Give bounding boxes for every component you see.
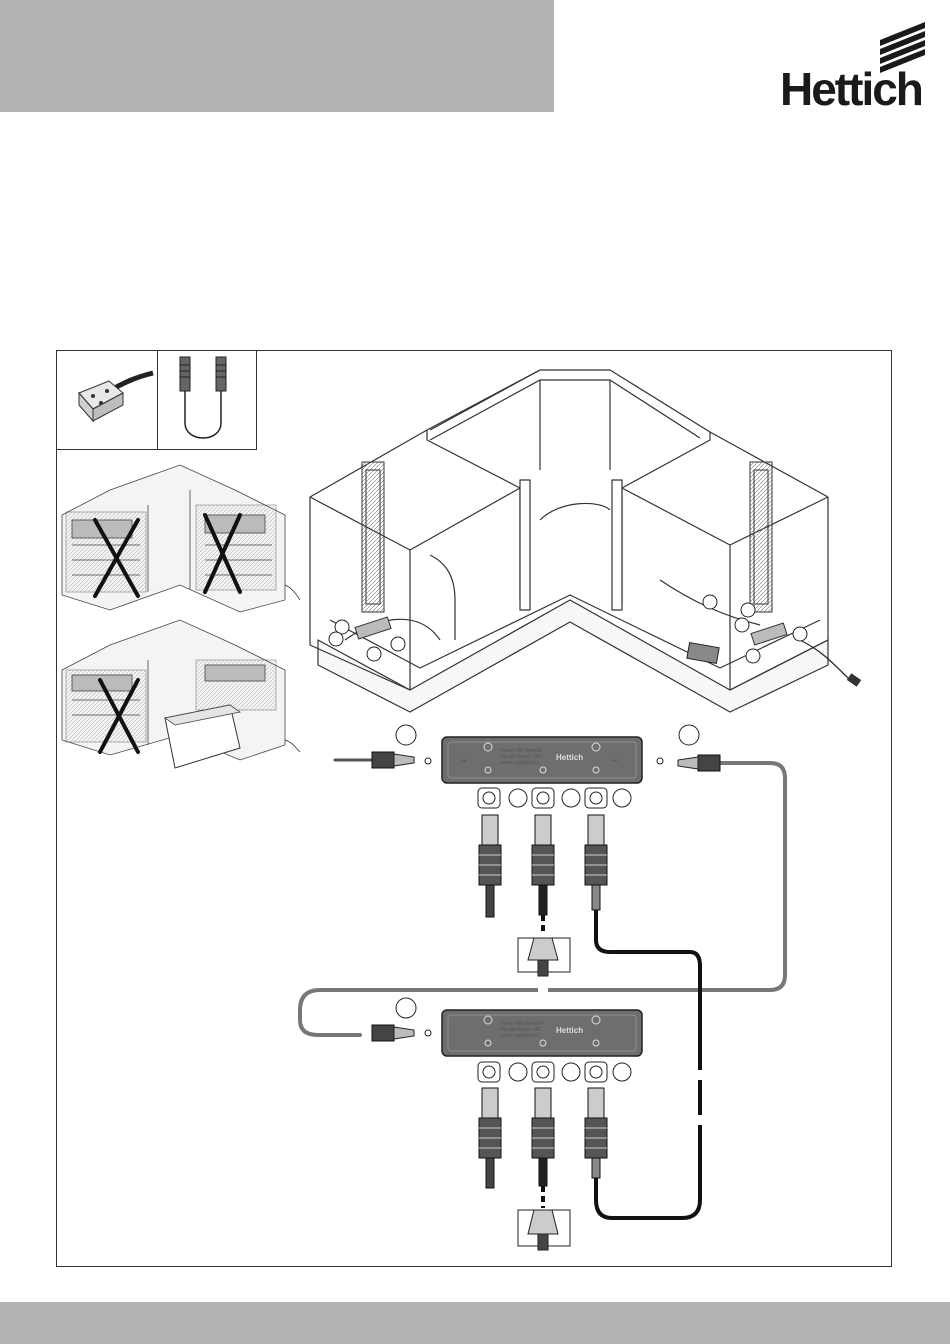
- floor-distributor-right: [751, 623, 787, 645]
- callout-circle-left-2: [396, 998, 416, 1018]
- vertical-plugs-row-1: [479, 815, 607, 917]
- drive-unit-left: [362, 462, 384, 612]
- distributor-box-2: Power HM Verteiler Handle Power 18V powe…: [442, 1010, 642, 1056]
- footer-bar: [0, 1302, 950, 1344]
- power-plug-icon: [847, 673, 861, 686]
- connector-plug-left-2: [372, 1025, 414, 1041]
- cable-terminator-1: [518, 938, 570, 976]
- callout-circle-right-1: [679, 725, 699, 745]
- power-supply-box: [687, 643, 719, 664]
- distributor-box-icon: Power HM Verteiler Handle Power 18V powe…: [442, 737, 642, 783]
- device-badge: Hettich: [556, 753, 583, 762]
- connector-plug-icon: [372, 752, 414, 768]
- device2-badge: Hettich: [556, 1026, 583, 1035]
- svg-text:◂⇒: ◂⇒: [612, 758, 619, 764]
- device-label-3: power supply box: [500, 760, 539, 766]
- socket-row-2: [478, 1062, 631, 1082]
- drive-unit-right: [750, 462, 772, 612]
- callout-circle-left-1: [396, 725, 416, 745]
- cable-terminator-2: [518, 1210, 570, 1250]
- socket-row-1: [478, 788, 631, 808]
- floor-distributor-left: [355, 617, 391, 639]
- svg-text:⇒▸: ⇒▸: [460, 758, 467, 764]
- connector-plug-right-1: [678, 755, 720, 771]
- device2-label-3: power supply box: [500, 1033, 539, 1039]
- cabinet-allowed-icon: [62, 620, 300, 768]
- vertical-plugs-row-2: [479, 1088, 607, 1188]
